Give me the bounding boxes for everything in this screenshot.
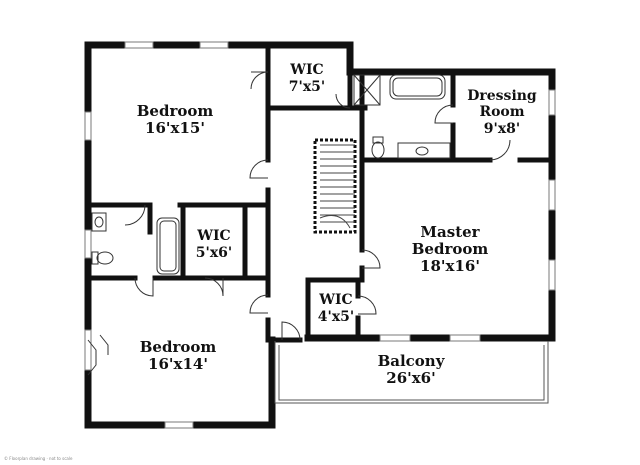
master-size: 18'x16' xyxy=(420,257,480,275)
wic-middle-name: WIC xyxy=(196,228,230,244)
staircase xyxy=(313,138,357,234)
balcony-size: 26'x6' xyxy=(386,369,435,387)
balcony-outline xyxy=(274,341,549,404)
wic-master-name: WIC xyxy=(318,292,352,308)
door-swings xyxy=(87,71,511,376)
wic-top-name: WIC xyxy=(289,62,323,78)
bedroom-top-name: Bedroom xyxy=(137,102,214,120)
fixtures xyxy=(91,74,451,275)
dressing-room-name: Dressing xyxy=(467,88,537,104)
bedroom-bottom-name: Bedroom xyxy=(140,338,217,356)
interior-walls xyxy=(85,42,555,343)
master-name: Master xyxy=(420,223,480,241)
windows xyxy=(84,41,556,429)
wic-middle-size: 5'x6' xyxy=(196,245,232,261)
wic-top-size: 7'x5' xyxy=(289,79,325,95)
bedroom-top-size: 16'x15' xyxy=(145,119,205,137)
bedroom-bottom-size: 16'x14' xyxy=(148,355,208,373)
wic-master-size: 4'x5' xyxy=(318,309,354,325)
dressing-room-size: 9'x8' xyxy=(484,121,520,137)
room-labels: Bedroom 16'x15' WIC 7'x5' Dressing Room … xyxy=(137,62,537,387)
credit-text: © Floorplan drawing · not to scale xyxy=(4,456,73,461)
master-name2: Bedroom xyxy=(412,240,489,258)
balcony-name: Balcony xyxy=(378,352,446,370)
dressing-room-name2: Room xyxy=(479,104,524,120)
